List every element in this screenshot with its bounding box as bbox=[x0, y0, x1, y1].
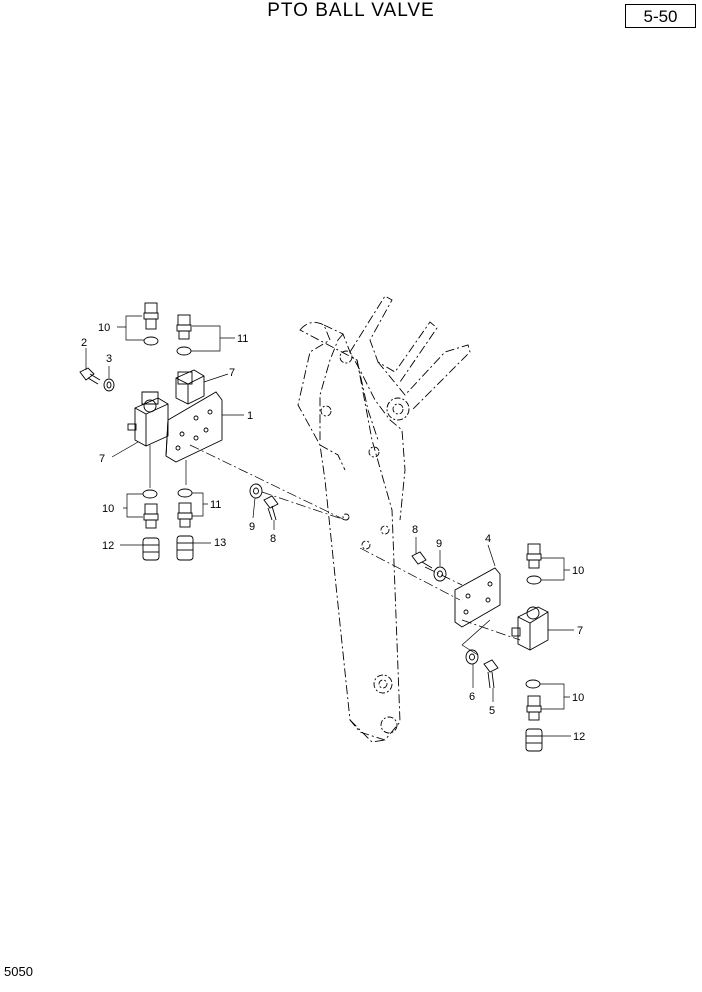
callout-1: 1 bbox=[247, 410, 253, 422]
washer-9-right bbox=[433, 566, 447, 582]
callout-4: 4 bbox=[485, 533, 491, 545]
valve-body-7-rear bbox=[175, 369, 205, 405]
callout-labels: 10 11 2 3 7 1 7 10 11 12 13 9 8 8 9 4 10… bbox=[81, 322, 585, 743]
washer-6 bbox=[465, 649, 479, 665]
plate-4 bbox=[454, 567, 501, 628]
callout-7: 7 bbox=[229, 367, 235, 379]
callout-8: 8 bbox=[270, 533, 276, 545]
connector-10-lower-left bbox=[142, 489, 159, 529]
callout-2: 2 bbox=[81, 337, 87, 349]
connector-11-upper bbox=[176, 314, 192, 356]
connector-10-lower-right bbox=[525, 679, 542, 721]
leader-lines-dashed bbox=[149, 445, 491, 656]
washer-9-left bbox=[249, 483, 263, 499]
callout-10: 10 bbox=[572, 565, 584, 577]
washer-3 bbox=[103, 378, 115, 392]
callout-7: 7 bbox=[99, 453, 105, 465]
connector-11-lower bbox=[177, 488, 193, 528]
callout-10: 10 bbox=[98, 322, 110, 334]
plug-13 bbox=[176, 535, 194, 561]
connector-10-upper-left bbox=[143, 302, 159, 346]
bolt-2 bbox=[79, 367, 101, 385]
callout-13: 13 bbox=[214, 537, 226, 549]
callout-11: 11 bbox=[210, 499, 221, 511]
boom-pin-holes bbox=[320, 350, 410, 734]
bolt-5 bbox=[483, 659, 499, 689]
cap-12-left bbox=[142, 537, 160, 561]
callout-3: 3 bbox=[106, 353, 112, 365]
callout-10: 10 bbox=[572, 692, 584, 704]
callout-6: 6 bbox=[469, 691, 475, 703]
bolt-8-left bbox=[263, 495, 279, 521]
callout-11: 11 bbox=[237, 333, 248, 345]
page-title: PTO BALL VALVE bbox=[267, 0, 435, 21]
callout-5: 5 bbox=[489, 705, 495, 717]
center-lines bbox=[189, 444, 521, 641]
plate-1 bbox=[165, 391, 223, 463]
callout-7: 7 bbox=[577, 625, 583, 637]
callout-12: 12 bbox=[102, 540, 114, 552]
callout-12: 12 bbox=[573, 731, 585, 743]
cap-12-right bbox=[525, 728, 543, 752]
callout-9: 9 bbox=[436, 538, 442, 550]
valve-body-7-left bbox=[127, 391, 169, 447]
callout-10: 10 bbox=[102, 503, 114, 515]
leader-lines bbox=[85, 315, 574, 737]
valve-body-7-right bbox=[511, 606, 549, 651]
bolt-8-right bbox=[411, 551, 433, 569]
callout-8: 8 bbox=[412, 524, 418, 536]
drawing-number: 5050 bbox=[4, 964, 33, 979]
connector-10-upper-right bbox=[526, 543, 542, 585]
callout-9: 9 bbox=[249, 521, 255, 533]
boom-arm-outline bbox=[297, 295, 471, 743]
page-number-box: 5-50 bbox=[625, 4, 696, 28]
